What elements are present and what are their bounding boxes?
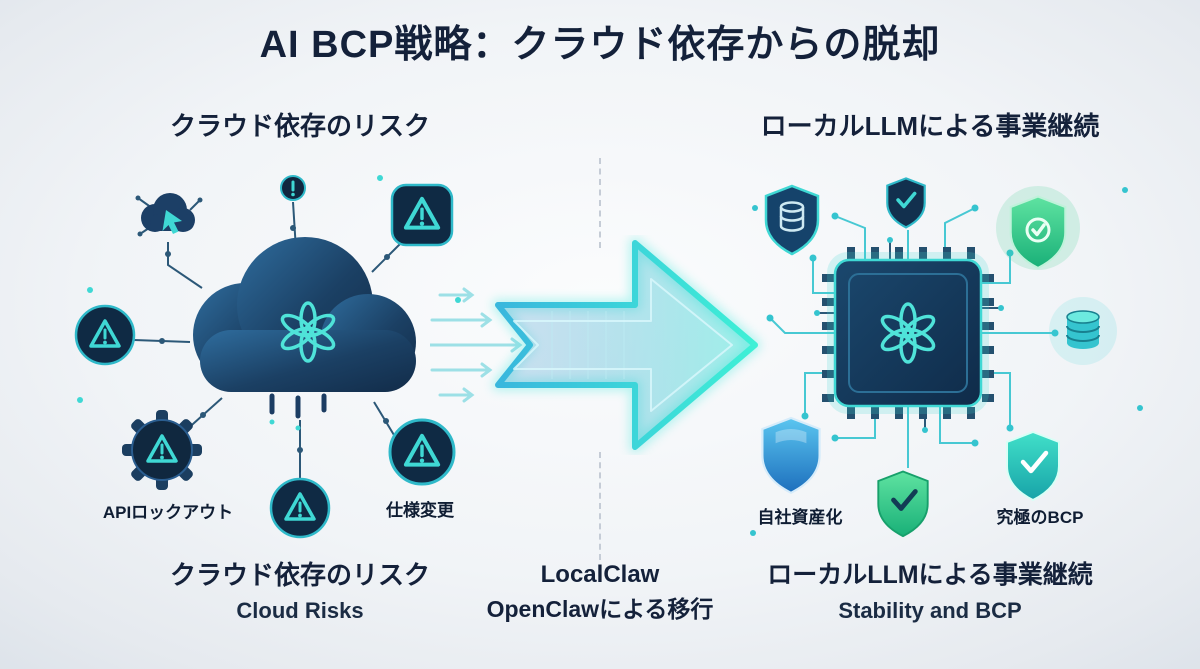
right-illustration — [750, 177, 1143, 538]
page-title: AI BCP戦略：クラウド依存からの脱却 — [259, 24, 941, 66]
center-divider-bottom — [599, 452, 601, 560]
circuit-dots — [750, 187, 1143, 536]
label-ultimate-bcp: 究極のBCP — [996, 508, 1084, 527]
shield-blue-icon — [761, 416, 821, 494]
gear-warning-icon — [122, 410, 202, 490]
database-icon — [1049, 297, 1117, 365]
label-self-asset: 自社資産化 — [757, 508, 843, 527]
left-caption-en: Cloud Risks — [236, 598, 364, 623]
center-caption-line1: LocalClaw — [540, 561, 660, 588]
accent-dots — [77, 175, 461, 431]
right-section-heading: ローカルLLMによる事業継続 — [760, 111, 1100, 141]
flow-lines — [430, 287, 523, 403]
shield-check-green-icon — [996, 186, 1080, 270]
center-divider-top — [599, 158, 601, 248]
migration-arrow-icon — [492, 237, 761, 453]
warning-circle-icon — [388, 418, 456, 486]
cloud-icon — [193, 237, 416, 419]
warning-circle-icon — [269, 477, 331, 539]
warning-circle-icon — [74, 304, 136, 366]
center-illustration — [430, 237, 761, 453]
shield-database-icon — [764, 184, 820, 256]
cpu-chip-icon — [822, 247, 994, 419]
label-api-lockout: APIロックアウト — [102, 503, 234, 522]
exclamation-node-icon — [280, 175, 306, 201]
cloud-node-icon — [141, 193, 195, 234]
shield-check-teal-icon — [1006, 431, 1060, 501]
label-spec-change: 仕様変更 — [386, 501, 454, 520]
left-section-heading: クラウド依存のリスク — [169, 111, 430, 141]
right-caption-en: Stability and BCP — [838, 598, 1022, 623]
right-caption-jp: ローカルLLMによる事業継続 — [767, 561, 1093, 589]
center-caption-line2: OpenClawによる移行 — [486, 596, 714, 622]
left-illustration — [74, 175, 461, 539]
left-caption-jp: クラウド依存のリスク — [169, 560, 430, 590]
shield-check-green-icon — [877, 470, 929, 538]
warning-square-icon — [390, 183, 454, 247]
shield-check-icon — [886, 177, 926, 229]
connector-dots — [135, 195, 390, 453]
